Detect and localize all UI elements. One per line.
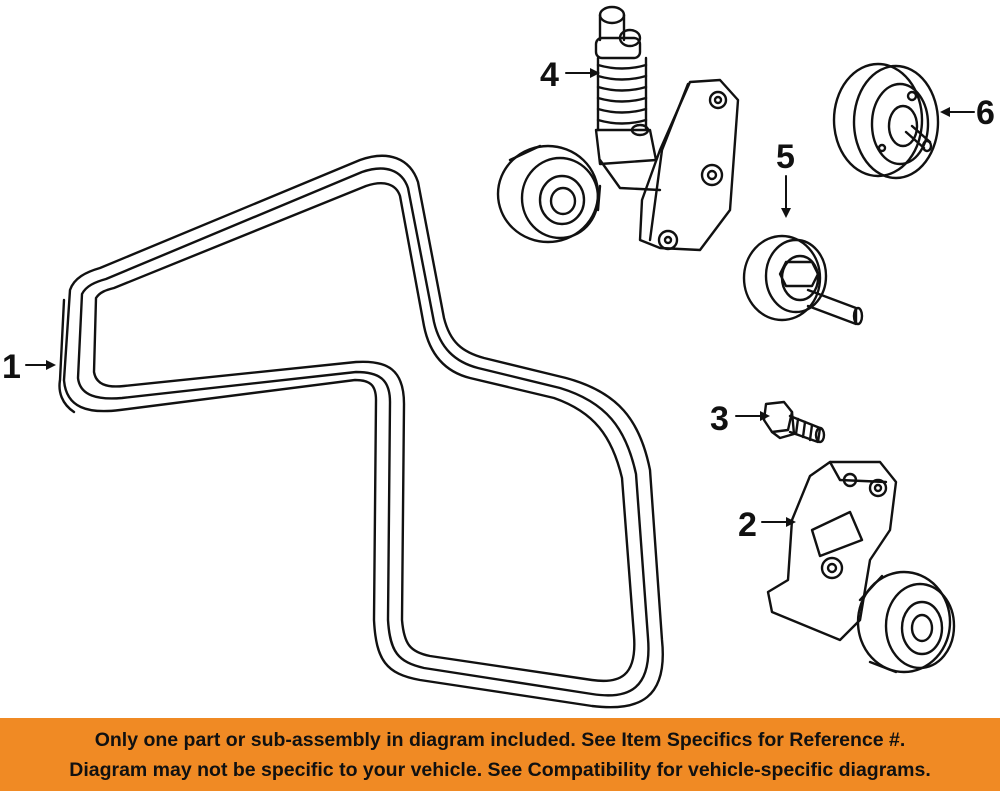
tensioner-with-spring: [496, 5, 740, 252]
callout-leaders: [25, 72, 975, 523]
parts-diagram: 1 2 3 4 5 6: [2, 5, 995, 709]
callout-2: 2: [738, 506, 757, 544]
callout-arrowheads: [46, 68, 950, 527]
idler-pulley-6: [832, 62, 940, 180]
callout-4: 4: [540, 56, 559, 94]
serpentine-belt: [58, 154, 664, 709]
callout-5: 5: [776, 138, 795, 176]
disclaimer-line-2: Diagram may not be specific to your vehi…: [69, 758, 931, 781]
tensioner-bolt: [762, 400, 826, 444]
belt-tensioner-assembly: [766, 460, 956, 674]
disclaimer-line-1: Only one part or sub-assembly in diagram…: [94, 728, 906, 751]
callout-6: 6: [976, 94, 995, 132]
idler-pulley-5: [742, 234, 864, 326]
callout-3: 3: [710, 400, 729, 438]
callout-1: 1: [2, 348, 21, 386]
disclaimer-banner: Only one part or sub-assembly in diagram…: [0, 718, 1000, 791]
